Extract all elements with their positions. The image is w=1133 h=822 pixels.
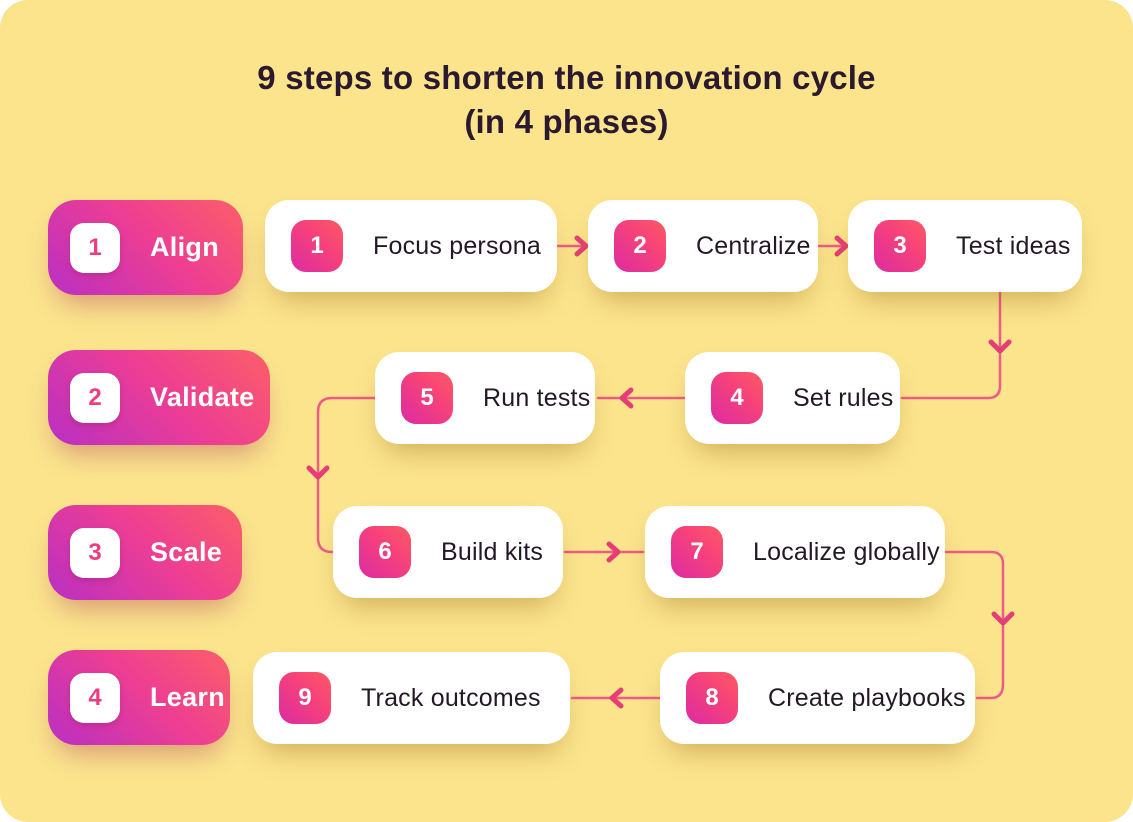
- step-card-track-outcomes: 9 Track outcomes: [253, 652, 570, 744]
- phase-label: Scale: [150, 537, 223, 567]
- step-card-localize-globally: 7 Localize globally: [645, 506, 945, 598]
- phase-button-learn: 4 Learn: [48, 650, 230, 745]
- step-label: Test ideas: [956, 231, 1071, 260]
- step-label: Build kits: [441, 537, 544, 566]
- phase-number-badge: 1: [70, 222, 120, 273]
- connector-step5-step6: [306, 396, 377, 554]
- connector-step7-step8: [943, 550, 1015, 700]
- step-card-run-tests: 5 Run tests: [375, 352, 595, 444]
- page-title-line-1: 9 steps to shorten the innovation cycle: [257, 59, 876, 96]
- step-card-create-playbooks: 8 Create playbooks: [660, 652, 975, 744]
- connector-step3-step4: [900, 290, 1012, 400]
- step-number-badge: 1: [291, 220, 343, 272]
- step-card-test-ideas: 3 Test ideas: [848, 200, 1082, 292]
- step-label: Focus persona: [373, 231, 541, 260]
- phase-number-badge: 4: [70, 672, 120, 723]
- phase-label: Validate: [150, 382, 255, 412]
- phase-button-align: 1 Align: [48, 200, 243, 295]
- step-label: Create playbooks: [768, 683, 966, 712]
- arrow-step1-step2: [556, 235, 589, 257]
- step-label: Localize globally: [753, 537, 940, 566]
- page-title-line-2: (in 4 phases): [464, 102, 669, 140]
- step-number-badge: 8: [686, 672, 738, 724]
- step-card-focus-persona: 1 Focus persona: [265, 200, 557, 292]
- step-label: Run tests: [483, 383, 591, 412]
- phase-button-scale: 3 Scale: [48, 505, 242, 600]
- step-number-badge: 9: [279, 672, 331, 724]
- arrow-step8-step9: [570, 687, 661, 709]
- step-card-centralize: 2 Centralize: [588, 200, 818, 292]
- step-number-badge: 4: [711, 372, 763, 424]
- arrow-step2-step3: [817, 235, 849, 257]
- step-number-badge: 3: [874, 220, 926, 272]
- arrow-step4-step5: [596, 387, 686, 409]
- step-number-badge: 5: [401, 372, 453, 424]
- page-title: 9 steps to shorten the innovation cycle …: [0, 56, 1133, 143]
- step-label: Track outcomes: [361, 683, 541, 712]
- phase-label: Align: [150, 232, 219, 262]
- step-label: Set rules: [793, 383, 894, 412]
- phase-button-validate: 2 Validate: [48, 350, 270, 445]
- step-card-build-kits: 6 Build kits: [333, 506, 563, 598]
- phase-number-badge: 2: [70, 372, 120, 423]
- phase-label: Learn: [150, 682, 226, 712]
- step-number-badge: 6: [359, 526, 411, 578]
- step-card-set-rules: 4 Set rules: [685, 352, 900, 444]
- phase-number-badge: 3: [70, 527, 120, 578]
- arrow-step6-step7: [563, 541, 645, 563]
- step-number-badge: 7: [671, 526, 723, 578]
- step-number-badge: 2: [614, 220, 666, 272]
- step-label: Centralize: [696, 231, 811, 260]
